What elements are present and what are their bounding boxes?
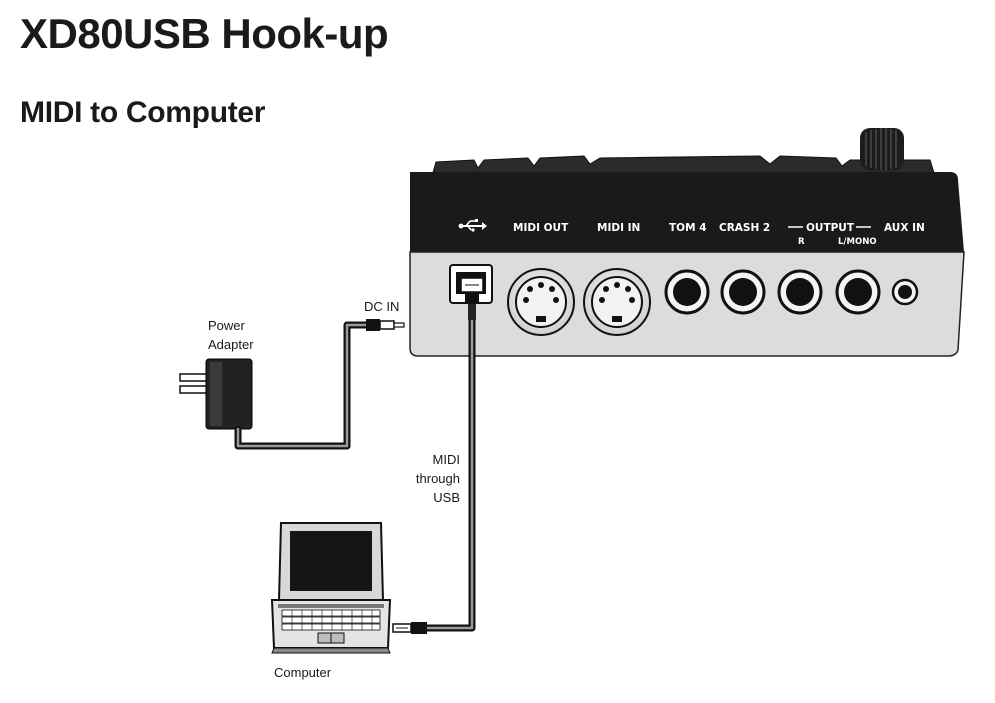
volume-knob-icon — [860, 128, 904, 170]
dc-plug — [366, 319, 405, 331]
label-midi-in: MIDI IN — [597, 222, 640, 234]
module-top-bumps — [431, 155, 936, 177]
dc-power-cable — [234, 321, 374, 450]
power-adapter — [179, 358, 253, 430]
label-output-r: R — [798, 237, 805, 247]
label-tom4: TOM 4 — [669, 222, 707, 234]
midi-in-port — [583, 268, 651, 336]
output-lmono-jack — [835, 269, 881, 315]
label-dc-in: DC IN — [364, 299, 399, 314]
laptop-computer-icon — [270, 522, 392, 654]
section-subtitle: MIDI to Computer — [20, 96, 266, 129]
usb-a-plug — [392, 622, 427, 634]
usb-cable — [421, 316, 476, 632]
label-midi-line3: USB — [433, 490, 460, 505]
output-r-jack — [777, 269, 823, 315]
midi-out-port — [507, 268, 575, 336]
usb-symbol-icon — [458, 219, 487, 232]
label-power-line1: Power — [208, 318, 246, 333]
tom4-jack — [664, 269, 710, 315]
label-power-line2: Adapter — [208, 337, 254, 352]
crash2-jack — [720, 269, 766, 315]
label-aux-in: AUX IN — [884, 222, 925, 234]
label-midi-out: MIDI OUT — [513, 222, 569, 234]
label-midi-line1: MIDI — [433, 452, 460, 467]
label-computer: Computer — [274, 665, 332, 680]
page-title: XD80USB Hook-up — [20, 10, 389, 57]
label-output: OUTPUT — [806, 222, 855, 234]
usb-b-plug — [460, 277, 484, 320]
drum-module: MIDI OUT MIDI IN TOM 4 CRASH 2 OUTPUT R … — [409, 128, 965, 357]
module-rear-panel — [410, 172, 964, 252]
aux-in-jack — [891, 278, 919, 306]
label-midi-line2: through — [416, 471, 460, 486]
label-output-lmono: L/MONO — [838, 237, 877, 247]
label-crash2: CRASH 2 — [719, 222, 770, 234]
